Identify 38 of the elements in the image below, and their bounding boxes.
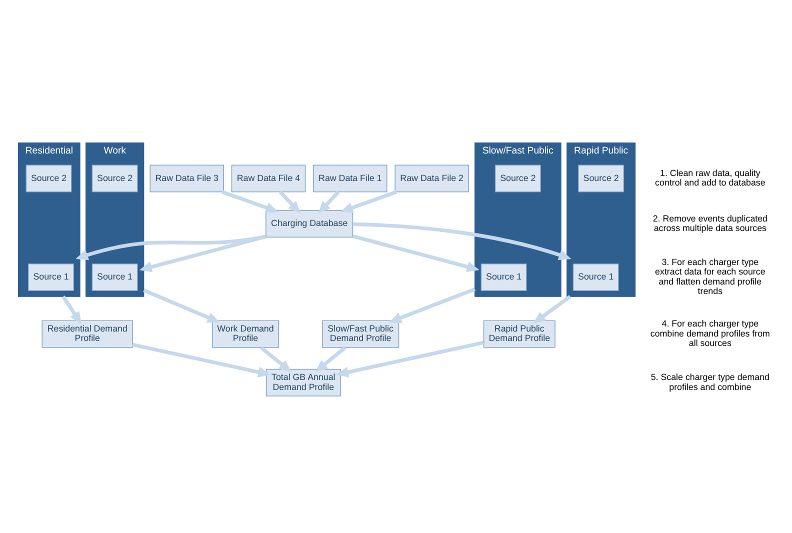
- arrow: [139, 234, 266, 272]
- arrow: [62, 296, 82, 324]
- arrow: [222, 190, 278, 213]
- node-box: Residential Demand Profile: [42, 320, 134, 348]
- arrow: [260, 346, 292, 372]
- arrow: [352, 234, 480, 272]
- arrow: [388, 287, 476, 323]
- label: 5. Scale charger type demand profiles and combine: [650, 372, 770, 392]
- node-box: Source 1: [572, 264, 619, 291]
- node-box: Raw Data File 4: [231, 164, 306, 192]
- node-box: Source 2: [578, 164, 624, 192]
- arrow: [336, 340, 484, 378]
- label: 1. Clean raw data, quality control and add to database: [655, 168, 766, 188]
- node-box: Work Demand Profile: [212, 320, 279, 348]
- label: 4. For each charger type combine demand profiles from all sources: [650, 318, 770, 348]
- arrow: [143, 288, 220, 323]
- node-box: Total GB Annual Demand Profile: [266, 368, 341, 396]
- arrow: [278, 190, 301, 214]
- arrow: [132, 342, 271, 378]
- arrow: [533, 295, 572, 324]
- node-box: Raw Data File 1: [313, 164, 388, 192]
- label: 3. For each charger type extract data for each source and flatten demand profile trends: [655, 257, 766, 296]
- node-box: Source 2: [92, 164, 138, 192]
- arrow: [352, 222, 572, 260]
- node-box: Source 2: [494, 164, 541, 192]
- node-box: Source 1: [92, 264, 138, 291]
- arrow: [76, 234, 266, 260]
- node-box: Slow/Fast Public Demand Profile: [322, 320, 400, 348]
- node-box: Source 1: [480, 264, 527, 291]
- node-box: Rapid Public Demand Profile: [483, 320, 556, 348]
- node-box: Source 2: [26, 164, 72, 192]
- node-box: Charging Database: [266, 210, 354, 238]
- node-box: Raw Data File 2: [394, 164, 469, 192]
- arrow: [318, 190, 340, 214]
- node-box: Raw Data File 3: [150, 164, 224, 192]
- arrow: [340, 190, 398, 213]
- node-box: Source 1: [28, 264, 74, 291]
- label: 2. Remove events duplicated across multiple data sources: [652, 213, 768, 233]
